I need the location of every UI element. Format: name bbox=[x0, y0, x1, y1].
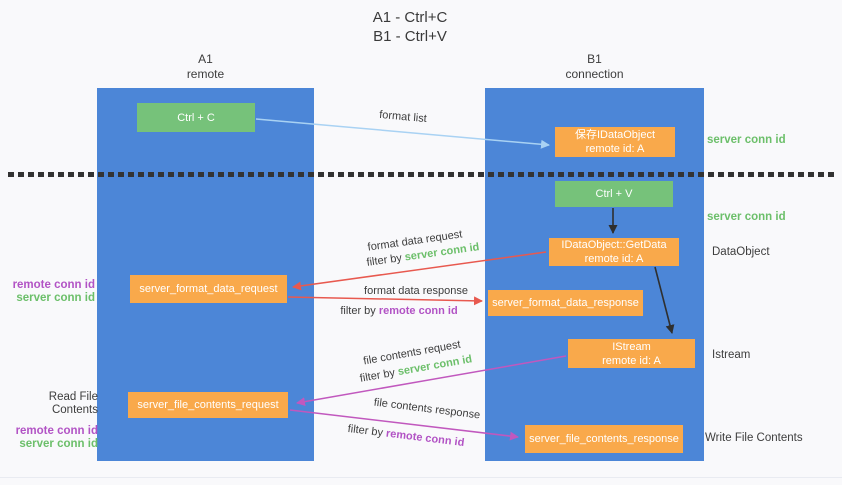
annotation-dataobject: DataObject bbox=[712, 246, 770, 258]
filter-key-remote-conn-id: remote conn id bbox=[385, 427, 465, 450]
node-server-format-data-request: server_format_data_request bbox=[130, 275, 287, 303]
node-ctrl-c-label: Ctrl + C bbox=[177, 111, 215, 124]
node-istream-line2: remote id: A bbox=[602, 354, 661, 367]
node-server-file-contents-request: server_file_contents_request bbox=[128, 392, 288, 418]
node-getdata: IDataObject::GetData remote id: A bbox=[549, 238, 679, 266]
bottom-divider bbox=[0, 477, 842, 478]
edge-label-file-contents-response: file contents response bbox=[373, 396, 481, 422]
annotation-server-conn-id-mid: server conn id bbox=[707, 211, 786, 223]
diagram-title: A1 - Ctrl+C B1 - Ctrl+V bbox=[300, 8, 520, 46]
title-line-2: B1 - Ctrl+V bbox=[373, 28, 447, 45]
node-ctrl-c: Ctrl + C bbox=[137, 103, 255, 132]
lane-b1-header: B1 connection bbox=[485, 52, 704, 82]
node-ctrl-v: Ctrl + V bbox=[555, 181, 673, 207]
node-server-file-contents-response-label: server_file_contents_response bbox=[529, 433, 679, 445]
annotation-remote-conn-id-bottom: remote conn id bbox=[15, 425, 98, 437]
edge-label-format-data-response: format data response bbox=[364, 285, 468, 297]
node-server-format-data-request-label: server_format_data_request bbox=[139, 283, 278, 295]
annotation-read-file-contents: Read File Contents bbox=[48, 391, 98, 416]
edge-filter-file-contents-response: filter by remote conn id bbox=[347, 423, 465, 449]
edge-label-format-list: format list bbox=[378, 108, 428, 126]
node-save-dataobject-line1: 保存IDataObject bbox=[574, 129, 656, 141]
dotted-separator bbox=[8, 172, 838, 177]
node-istream: IStream remote id: A bbox=[568, 339, 695, 368]
annotation-left-mid: remote conn id server conn id bbox=[6, 279, 95, 305]
annotation-server-conn-id-top: server conn id bbox=[707, 134, 786, 146]
edge-filter-format-data-response: filter by remote conn id bbox=[340, 305, 457, 317]
node-server-file-contents-response: server_file_contents_response bbox=[525, 425, 683, 453]
node-save-dataobject: 保存IDataObject remote id: A bbox=[555, 127, 675, 157]
node-save-dataobject-line2: remote id: A bbox=[585, 143, 645, 155]
lane-b1-title: B1 bbox=[587, 52, 602, 66]
node-getdata-line2: remote id: A bbox=[584, 253, 644, 265]
arrow-format-data-response bbox=[287, 296, 483, 306]
annotation-istream: Istream bbox=[712, 349, 751, 361]
lane-a1-subtitle: remote bbox=[186, 67, 225, 81]
annotation-server-conn-id-left-mid: server conn id bbox=[16, 292, 95, 304]
node-ctrl-v-label: Ctrl + V bbox=[595, 188, 633, 200]
lane-a1-header: A1 remote bbox=[97, 52, 314, 82]
node-istream-line1: IStream bbox=[612, 340, 651, 353]
title-line-1: A1 - Ctrl+C bbox=[372, 9, 448, 26]
annotation-server-conn-id-bottom: server conn id bbox=[19, 438, 98, 450]
lane-b1-subtitle: connection bbox=[565, 67, 624, 81]
annotation-remote-conn-id-mid: remote conn id bbox=[12, 279, 95, 291]
lane-a1-title: A1 bbox=[198, 52, 213, 66]
filter-prefix: filter by bbox=[365, 251, 406, 269]
filter-prefix: filter by bbox=[340, 305, 379, 317]
node-server-format-data-response: server_format_data_response bbox=[488, 290, 643, 316]
annotation-write-file-contents: Write File Contents bbox=[705, 432, 803, 444]
filter-prefix: filter by bbox=[358, 366, 399, 385]
node-getdata-line1: IDataObject::GetData bbox=[561, 239, 667, 251]
filter-prefix: filter by bbox=[347, 422, 387, 440]
node-server-format-data-response-label: server_format_data_response bbox=[492, 297, 639, 309]
annotation-left-bottom: Read File Contents remote conn id server… bbox=[6, 391, 98, 451]
filter-key-remote-conn-id: remote conn id bbox=[378, 305, 458, 317]
node-server-file-contents-request-label: server_file_contents_request bbox=[137, 399, 279, 411]
